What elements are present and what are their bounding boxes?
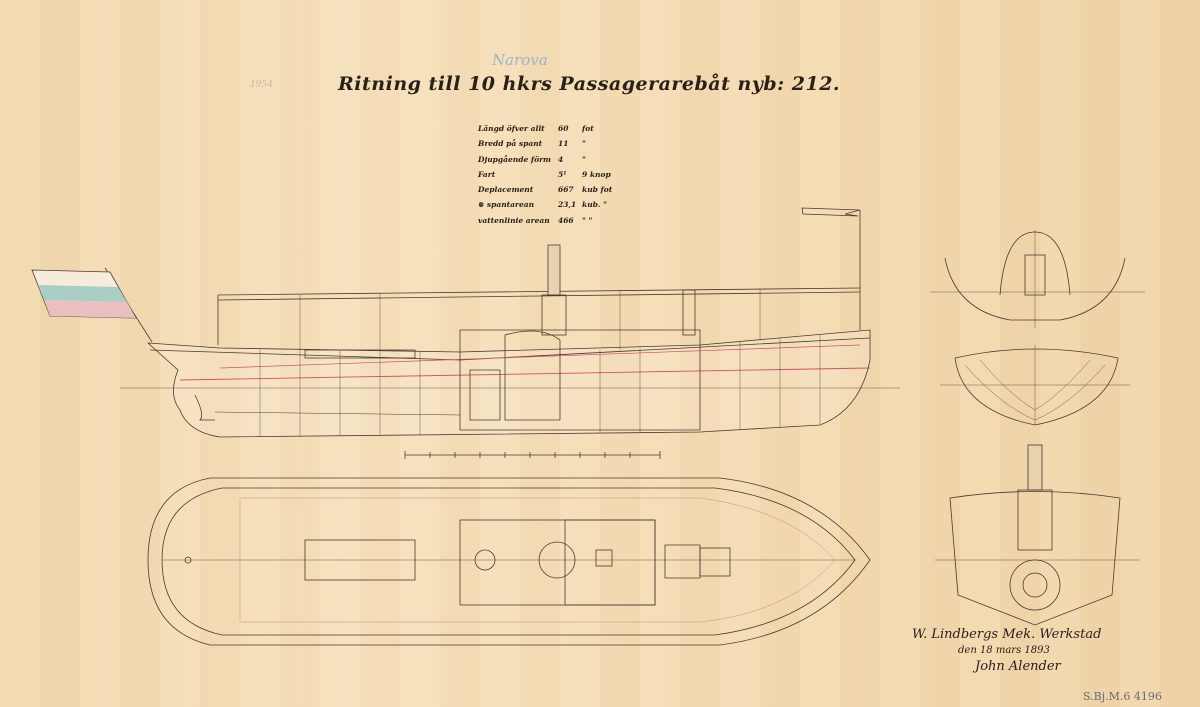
side-profile-view bbox=[120, 207, 900, 438]
body-plan-view bbox=[940, 345, 1130, 426]
plan-view bbox=[147, 477, 871, 646]
workshop-signature: W. Lindbergs Mek. Werkstad bbox=[912, 627, 1102, 642]
engineer-signature: John Alender bbox=[975, 659, 1061, 674]
vessel-name: Narova bbox=[492, 51, 548, 69]
pencil-note: 1954 bbox=[250, 80, 273, 90]
aft-section-view bbox=[935, 444, 1140, 626]
scale-bar bbox=[404, 451, 661, 459]
midship-section-view bbox=[930, 230, 1145, 328]
flag bbox=[31, 267, 153, 343]
drawing-title: Ritning till 10 hkrs Passagerarebåt nyb:… bbox=[338, 73, 841, 95]
signature-date: den 18 mars 1893 bbox=[958, 645, 1050, 656]
catalog-number: S.Bj.M.6 4196 bbox=[1083, 690, 1162, 703]
